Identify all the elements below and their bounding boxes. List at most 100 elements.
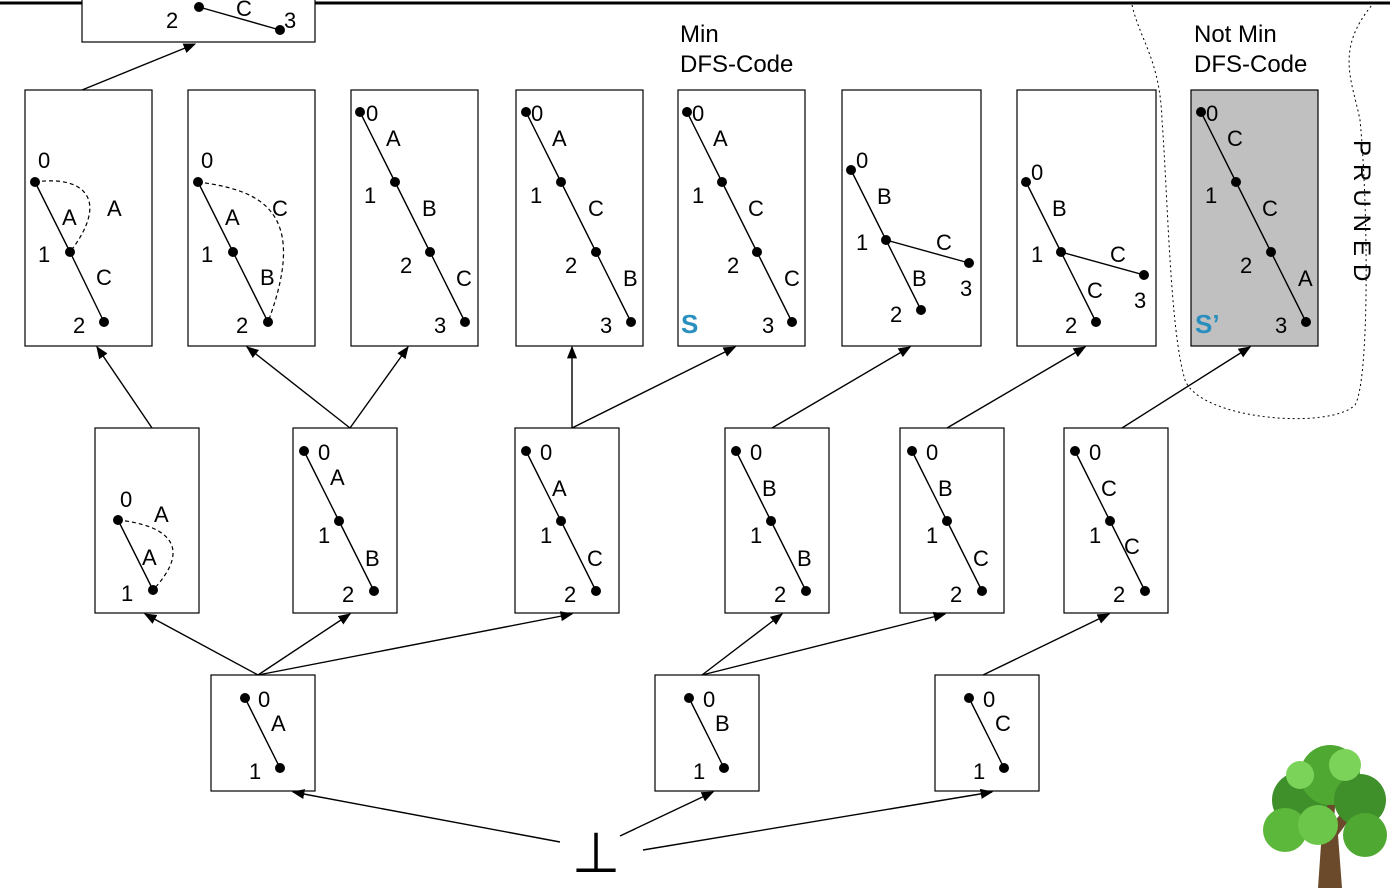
- svg-text:0: 0: [1089, 440, 1101, 465]
- svg-text:C: C: [1227, 126, 1243, 151]
- svg-text:B: B: [715, 711, 730, 736]
- svg-text:C: C: [748, 196, 764, 221]
- svg-text:A: A: [154, 502, 169, 527]
- svg-text:C: C: [96, 265, 112, 290]
- svg-text:1: 1: [364, 183, 376, 208]
- svg-text:B: B: [912, 266, 927, 291]
- svg-text:2: 2: [774, 582, 786, 607]
- svg-text:B: B: [1052, 196, 1067, 221]
- tree-arrows: [96, 345, 1252, 851]
- svg-text:0: 0: [856, 148, 868, 173]
- pruned-region: [1131, 4, 1373, 420]
- svg-text:C: C: [936, 230, 952, 255]
- svg-text:A: A: [552, 126, 567, 151]
- svg-text:3: 3: [600, 313, 612, 338]
- svg-text:0: 0: [692, 101, 704, 126]
- svg-text:C: C: [272, 196, 288, 221]
- svg-text:C: C: [587, 546, 603, 571]
- svg-text:1: 1: [926, 523, 938, 548]
- svg-text:0: 0: [926, 440, 938, 465]
- svg-text:0: 0: [201, 148, 213, 173]
- svg-text:C: C: [456, 266, 472, 291]
- svg-text:1: 1: [1205, 183, 1217, 208]
- svg-text:3: 3: [284, 8, 296, 33]
- svg-text:2: 2: [950, 582, 962, 607]
- svg-text:B: B: [260, 265, 275, 290]
- svg-text:1: 1: [530, 183, 542, 208]
- svg-text:2: 2: [1065, 313, 1077, 338]
- tag-s-prime: S’: [1195, 309, 1220, 339]
- graph-box-l2-2: 0A 1 B2: [292, 427, 398, 614]
- svg-text:A: A: [386, 126, 401, 151]
- svg-text:1: 1: [692, 183, 704, 208]
- svg-text:0: 0: [1031, 160, 1043, 185]
- svg-text:A: A: [552, 476, 567, 501]
- svg-text:2: 2: [890, 302, 902, 327]
- svg-text:1: 1: [856, 230, 868, 255]
- svg-text:B: B: [938, 476, 953, 501]
- svg-text:B: B: [365, 546, 380, 571]
- graph-box-l2-4: 0B1 B2: [724, 427, 830, 614]
- svg-text:0: 0: [318, 440, 330, 465]
- svg-text:2: 2: [73, 313, 85, 338]
- svg-text:1: 1: [38, 242, 50, 267]
- svg-text:0: 0: [38, 148, 50, 173]
- svg-text:C: C: [995, 711, 1011, 736]
- svg-text:B: B: [422, 196, 437, 221]
- svg-text:3: 3: [1275, 313, 1287, 338]
- svg-text:1: 1: [201, 242, 213, 267]
- graph-box-l1-b: 0B1: [654, 674, 760, 792]
- svg-text:A: A: [107, 196, 122, 221]
- svg-text:0: 0: [983, 687, 995, 712]
- graph-box-l2-5: 0B1 C2: [899, 427, 1005, 614]
- svg-text:3: 3: [960, 276, 972, 301]
- svg-text:3: 3: [434, 313, 446, 338]
- svg-text:C: C: [973, 546, 989, 571]
- min-caption-line1: Min: [680, 21, 719, 48]
- notmin-caption-line2: DFS-Code: [1194, 51, 1307, 78]
- root-bottom-symbol: ⊥: [572, 821, 621, 886]
- svg-text:1: 1: [1089, 523, 1101, 548]
- svg-text:1: 1: [249, 759, 261, 784]
- svg-text:0: 0: [540, 440, 552, 465]
- svg-text:3: 3: [762, 313, 774, 338]
- svg-text:C: C: [588, 196, 604, 221]
- graph-box-l2-3: 0A1 C2: [514, 427, 620, 614]
- svg-text:C: C: [1110, 242, 1126, 267]
- svg-text:0: 0: [366, 101, 378, 126]
- graph-box-l2-1: 0A A1: [94, 427, 200, 614]
- svg-text:A: A: [330, 465, 345, 490]
- svg-text:2: 2: [727, 253, 739, 278]
- svg-text:2: 2: [1113, 582, 1125, 607]
- svg-text:2: 2: [1240, 253, 1252, 278]
- svg-text:B: B: [762, 476, 777, 501]
- svg-text:A: A: [142, 545, 157, 570]
- svg-text:2: 2: [166, 8, 178, 33]
- svg-text:2: 2: [565, 253, 577, 278]
- svg-text:C: C: [236, 0, 252, 21]
- svg-text:A: A: [62, 205, 77, 230]
- svg-text:1: 1: [318, 523, 330, 548]
- svg-text:0: 0: [120, 487, 132, 512]
- svg-text:2: 2: [342, 582, 354, 607]
- svg-text:A: A: [271, 711, 286, 736]
- svg-text:A: A: [713, 126, 728, 151]
- svg-text:1: 1: [973, 759, 985, 784]
- graph-box-l1-a: 0A1: [210, 674, 316, 792]
- svg-text:B: B: [623, 266, 638, 291]
- svg-text:0: 0: [258, 687, 270, 712]
- notmin-caption-line1: Not Min: [1194, 21, 1277, 48]
- min-caption-line2: DFS-Code: [680, 51, 793, 78]
- graph-box-top: 2 C 3: [81, 0, 316, 43]
- svg-text:C: C: [1087, 278, 1103, 303]
- svg-text:1: 1: [750, 523, 762, 548]
- pruned-label: PRUNED: [1348, 140, 1375, 289]
- svg-text:0: 0: [750, 440, 762, 465]
- tag-s: S: [681, 309, 698, 339]
